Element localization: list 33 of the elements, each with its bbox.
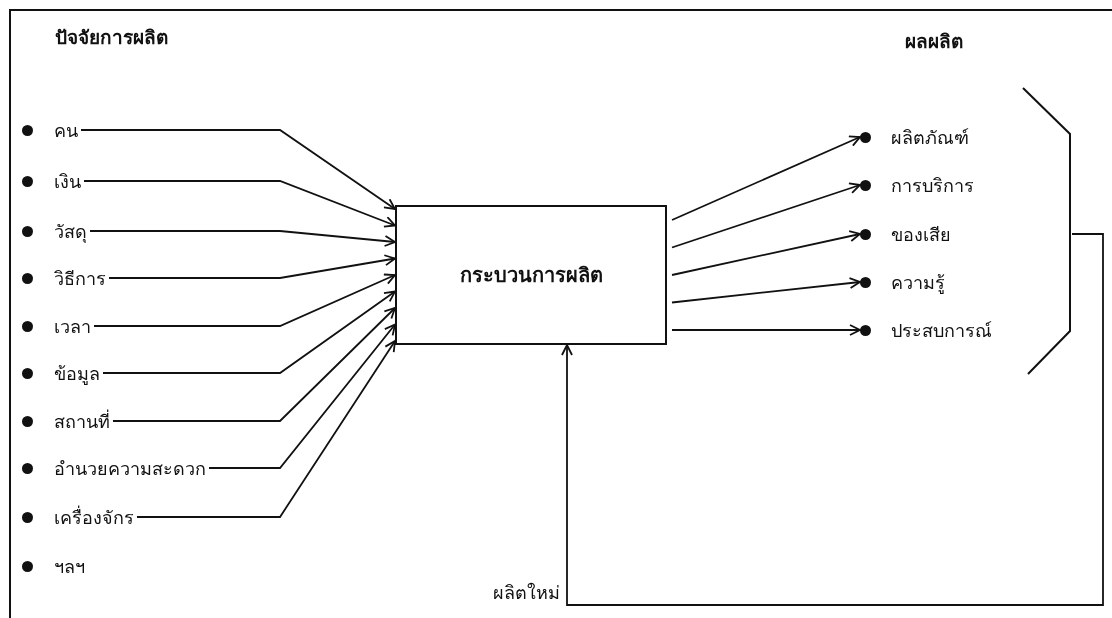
item-text: เครื่องจักร	[54, 504, 134, 530]
section-heading: ผลผลิต	[905, 29, 963, 54]
item-text: ของเสีย	[891, 222, 951, 247]
arrow	[671, 277, 861, 304]
arrow	[671, 135, 861, 221]
arrow	[208, 323, 396, 469]
item-text: วัสดุ	[54, 219, 87, 245]
item-text: ประสบการณ์	[891, 318, 992, 343]
item-text: เวลา	[54, 314, 91, 339]
arrow	[83, 180, 396, 228]
arrow	[671, 324, 861, 336]
arrow	[89, 230, 396, 247]
item-text: ผลิตภัณฑ์	[891, 125, 969, 150]
item-text: การบริการ	[891, 173, 974, 198]
item-text: อำนวยความสะดวก	[54, 456, 206, 481]
arrow	[561, 233, 1104, 606]
item-text: ความรู้	[891, 270, 945, 296]
arrow	[671, 182, 861, 249]
item-text: คน	[54, 118, 78, 143]
item-text: ฯลฯ	[54, 554, 85, 579]
section-heading: ปัจจัยการผลิต	[55, 25, 168, 50]
arrow	[112, 307, 396, 422]
arrow	[108, 254, 396, 279]
process-box: กระบวนการผลิต	[395, 205, 667, 345]
item-text: สถานที่	[54, 408, 110, 434]
arrow	[671, 230, 861, 276]
arrow	[80, 129, 396, 210]
item-text: ข้อมูล	[54, 361, 100, 387]
item-text: วิธีการ	[54, 266, 106, 291]
arrow	[93, 273, 396, 327]
item-text: เงิน	[54, 169, 81, 194]
arrow	[136, 340, 396, 518]
arrow	[102, 290, 396, 374]
